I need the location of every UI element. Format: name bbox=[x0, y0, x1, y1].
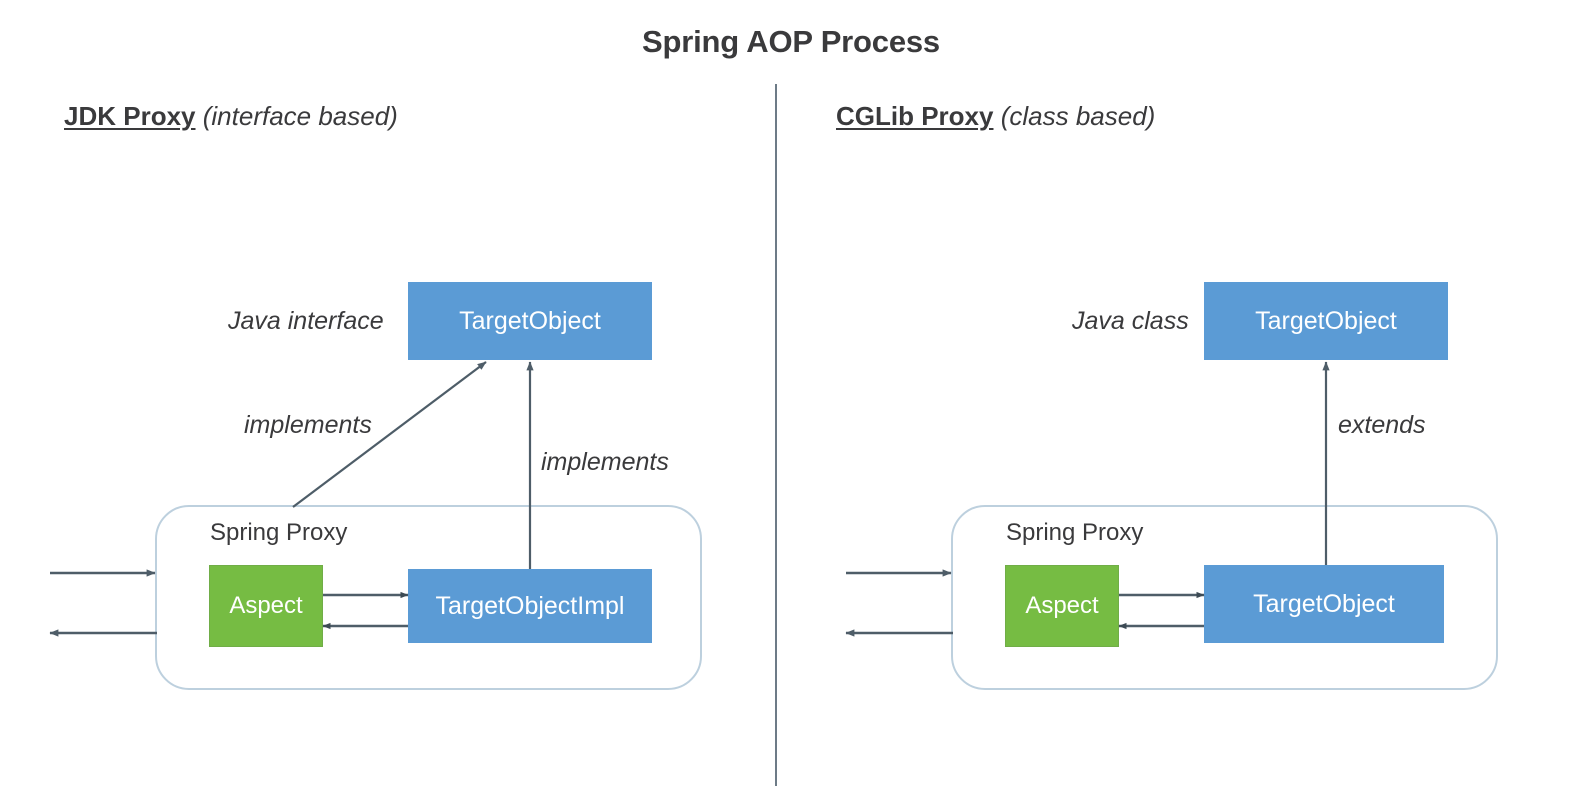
label-implements-diagonal: implements bbox=[244, 411, 372, 439]
label-java-interface: Java interface bbox=[228, 307, 384, 335]
section-heading-cglib-proxy-subtitle: (class based) bbox=[1000, 101, 1156, 131]
label-java-class: Java class bbox=[1072, 307, 1189, 335]
page-title: Spring AOP Process bbox=[642, 24, 940, 59]
section-heading-jdk-proxy: JDK Proxy (interface based) bbox=[64, 101, 398, 132]
section-heading-cglib-proxy: CGLib Proxy (class based) bbox=[836, 101, 1155, 132]
box-target-object-impl: TargetObjectImpl bbox=[408, 569, 652, 643]
box-aspect-left: Aspect bbox=[209, 565, 323, 647]
spring-proxy-label-left: Spring Proxy bbox=[210, 519, 348, 546]
panel-divider bbox=[775, 84, 777, 786]
spring-proxy-container-right bbox=[951, 505, 1498, 690]
box-target-object-class: TargetObject bbox=[1204, 282, 1448, 360]
box-target-object-interface: TargetObject bbox=[408, 282, 652, 360]
box-aspect-right: Aspect bbox=[1005, 565, 1119, 647]
label-extends: extends bbox=[1338, 411, 1426, 439]
section-heading-cglib-proxy-title: CGLib Proxy bbox=[836, 101, 994, 131]
box-target-object-right: TargetObject bbox=[1204, 565, 1444, 643]
section-heading-jdk-proxy-subtitle: (interface based) bbox=[202, 101, 398, 131]
label-implements-vertical: implements bbox=[541, 448, 669, 476]
spring-proxy-label-right: Spring Proxy bbox=[1006, 519, 1144, 546]
section-heading-jdk-proxy-title: JDK Proxy bbox=[64, 101, 196, 131]
